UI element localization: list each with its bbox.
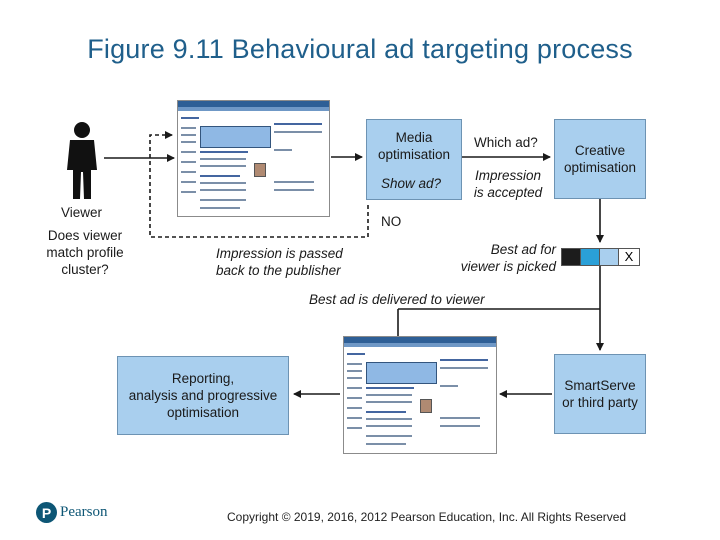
dashed-loop-to-publisher bbox=[149, 131, 369, 238]
pearson-logo-text: Pearson bbox=[60, 504, 108, 520]
viewer-question: Does viewer match profile cluster? bbox=[46, 228, 124, 277]
reporting-box: Reporting, analysis and progressive opti… bbox=[117, 356, 289, 435]
webpage-screenshot bbox=[177, 100, 330, 217]
pearson-logo-mark: P bbox=[36, 502, 57, 523]
ad-slot-x: X bbox=[618, 248, 640, 266]
media-optimisation-box: Media optimisation bbox=[366, 119, 462, 200]
copyright-text: Copyright © 2019, 2016, 2012 Pearson Edu… bbox=[227, 510, 627, 524]
best-ad-delivered-label: Best ad is delivered to viewer bbox=[309, 292, 485, 307]
impression-passed-label: Impression is passed back to the publish… bbox=[216, 246, 343, 278]
creative-optimisation-box: Creative optimisation bbox=[554, 119, 646, 199]
media-line-1: Media bbox=[395, 130, 433, 145]
pearson-logo: P Pearson bbox=[36, 502, 108, 523]
slide-title: Figure 9.11 Behavioural ad targeting pro… bbox=[87, 34, 633, 64]
ad-slot-blue bbox=[580, 248, 600, 266]
smartserve-box: SmartServe or third party bbox=[554, 354, 646, 434]
no-label: NO bbox=[381, 214, 402, 229]
impression-accepted-label: Impression is accepted bbox=[473, 168, 543, 200]
smartserve-line-2: or third party bbox=[562, 395, 638, 410]
reporting-line-3: optimisation bbox=[166, 405, 240, 420]
webpage-screenshot bbox=[343, 336, 497, 454]
show-ad-label: Show ad? bbox=[381, 176, 442, 191]
ad-slot-black bbox=[561, 248, 581, 266]
creative-line-2: optimisation bbox=[563, 160, 637, 175]
reporting-line-1: Reporting, bbox=[171, 371, 235, 386]
reporting-line-2: analysis and progressive bbox=[128, 388, 278, 403]
person-icon bbox=[67, 122, 97, 199]
smartserve-line-1: SmartServe bbox=[564, 378, 636, 393]
viewer-label: Viewer bbox=[61, 205, 103, 220]
ad-slot-lightblue bbox=[599, 248, 619, 266]
media-line-2: optimisation bbox=[377, 147, 451, 162]
best-ad-picked-label: Best ad for viewer is picked bbox=[460, 242, 556, 274]
creative-line-1: Creative bbox=[574, 143, 626, 158]
which-ad-label: Which ad? bbox=[474, 135, 538, 150]
